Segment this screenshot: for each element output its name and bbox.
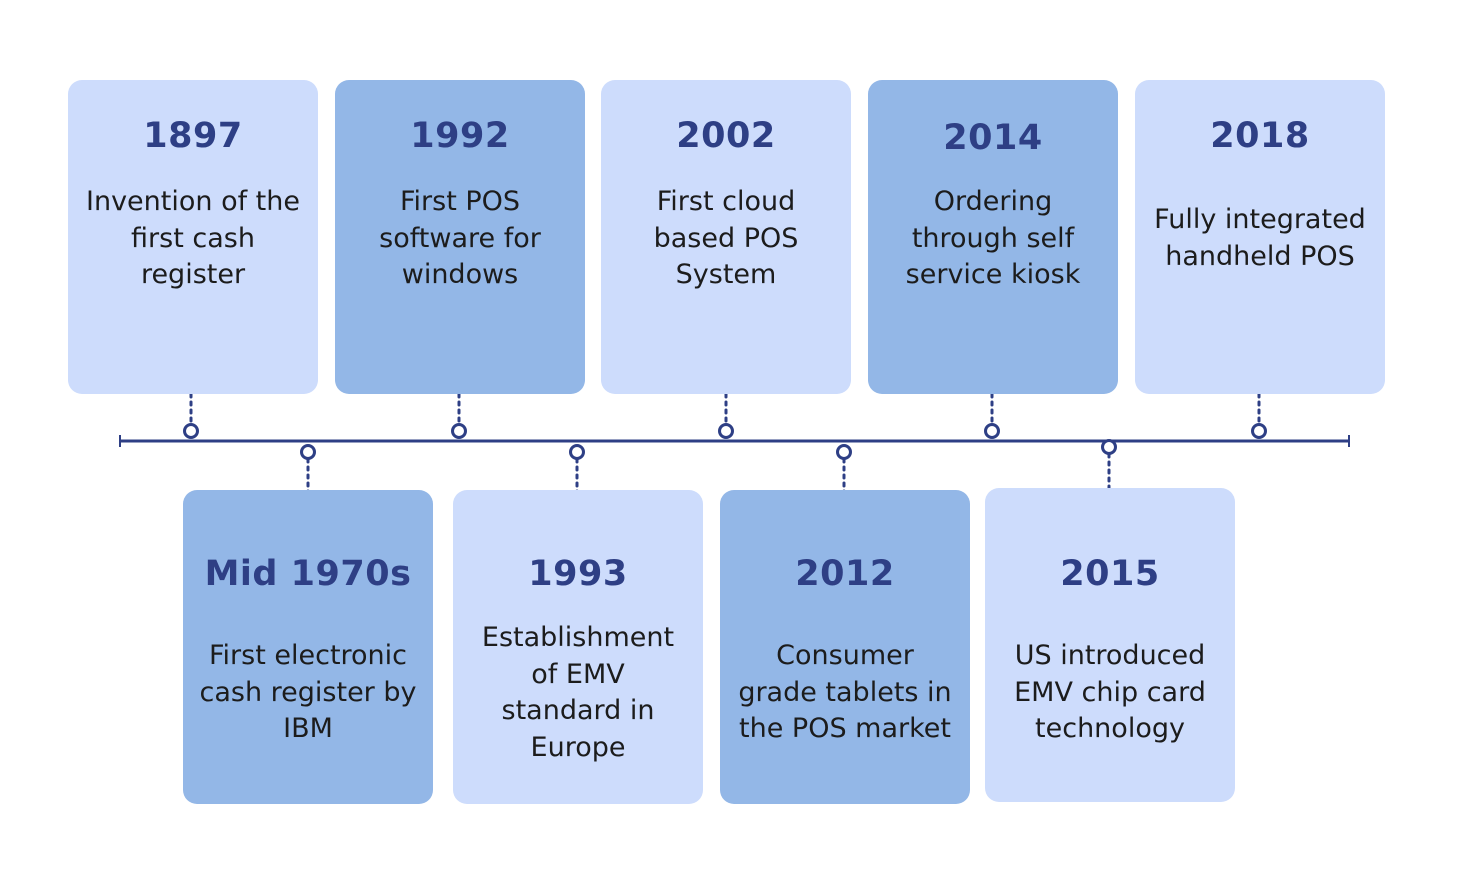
timeline-top-1-marker [183, 423, 199, 439]
event-description: Consumer grade tablets in the POS market [738, 640, 952, 744]
event-card-2002: 2002 First cloud based POS System [601, 80, 851, 394]
timeline-top-5-marker [1251, 423, 1267, 439]
event-card-mid-1970s: Mid 1970s First electronic cash register… [183, 490, 433, 804]
event-description: Fully integrated handheld POS [1154, 204, 1366, 272]
event-card-1992: 1992 First POS software for windows [335, 80, 585, 394]
timeline-top-4-marker [984, 423, 1000, 439]
event-card-2014: 2014 Ordering through self service kiosk [868, 80, 1118, 394]
event-description: Ordering through self service kiosk [905, 186, 1081, 290]
event-year: 1993 [528, 554, 628, 594]
event-description: First electronic cash register by IBM [199, 640, 417, 744]
event-description: Invention of the first cash register [86, 186, 300, 290]
event-year: 1897 [143, 116, 243, 156]
event-card-1897: 1897 Invention of the first cash registe… [68, 80, 318, 394]
event-year: 2014 [943, 118, 1043, 158]
event-card-2015: 2015 US introduced EMV chip card technol… [985, 488, 1235, 802]
event-card-1993: 1993 Establishment of EMV standard in Eu… [453, 490, 703, 804]
event-card-2018: 2018 Fully integrated handheld POS [1135, 80, 1385, 394]
event-description: First cloud based POS System [653, 186, 799, 290]
timeline-bottom-1-marker [300, 444, 316, 460]
event-year: 1992 [410, 116, 510, 156]
timeline-top-3-marker [718, 423, 734, 439]
event-year: 2002 [676, 116, 776, 156]
event-description: First POS software for windows [379, 186, 541, 290]
timeline-bottom-2-marker [569, 444, 585, 460]
event-card-2012: 2012 Consumer grade tablets in the POS m… [720, 490, 970, 804]
event-year: 2012 [795, 554, 895, 594]
event-description: Establishment of EMV standard in Europe [481, 622, 675, 763]
event-description: US introduced EMV chip card technology [1014, 640, 1206, 744]
timeline-bottom-3-marker [836, 444, 852, 460]
event-year: 2015 [1060, 554, 1160, 594]
timeline-top-2-marker [451, 423, 467, 439]
event-year: 2018 [1210, 116, 1310, 156]
event-year: Mid 1970s [204, 554, 412, 594]
timeline-bottom-4-marker [1101, 439, 1117, 455]
